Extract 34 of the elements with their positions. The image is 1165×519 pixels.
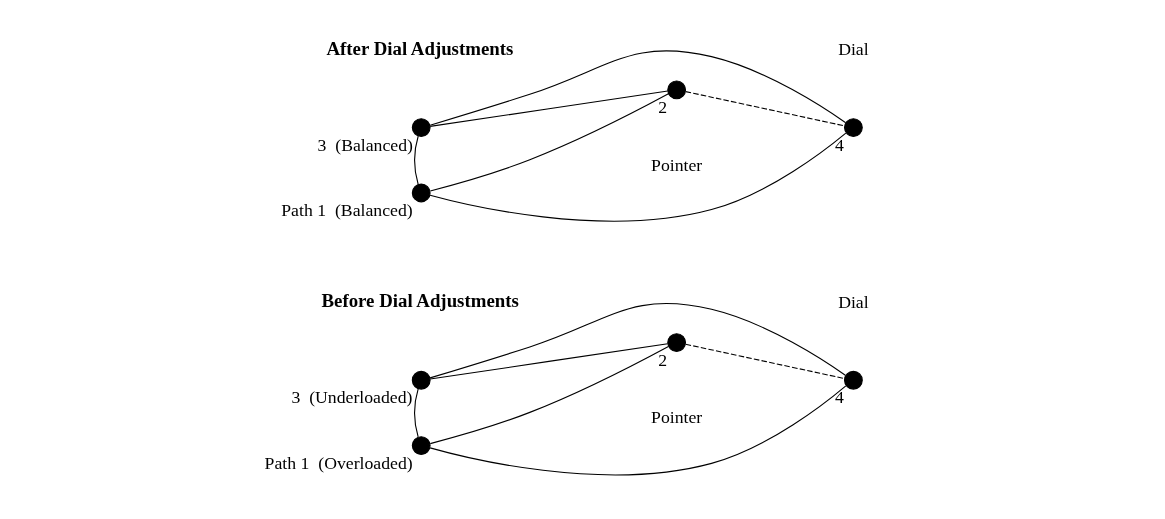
node-label: 4 <box>834 134 844 155</box>
connector <box>429 302 846 378</box>
connector <box>684 90 845 126</box>
node-label: 2 <box>657 96 667 117</box>
connector <box>684 343 845 379</box>
node-label: 4 <box>834 386 844 407</box>
connector <box>429 342 668 380</box>
node-label: 3 (Underloaded) <box>290 386 412 407</box>
label: Before Dial Adjustments <box>320 289 519 311</box>
node-circle <box>411 370 431 390</box>
label: Dial <box>837 291 869 312</box>
connector <box>429 384 846 475</box>
node-circle <box>666 79 686 99</box>
connector <box>429 49 846 126</box>
connector <box>413 134 419 185</box>
node-circle <box>666 332 686 352</box>
label: After Dial Adjustments <box>325 37 513 59</box>
node-circle <box>411 435 431 455</box>
node-circle <box>411 183 431 202</box>
label: Pointer <box>650 406 702 427</box>
connector <box>429 92 669 191</box>
connector <box>429 132 846 222</box>
connector <box>429 90 668 127</box>
node-circle <box>843 370 863 390</box>
connector <box>429 345 669 444</box>
node-label: Path 1 (Balanced) <box>280 199 413 220</box>
label: Dial <box>837 38 869 59</box>
node-circle <box>843 117 863 137</box>
node-circle <box>411 117 431 137</box>
node-label: 2 <box>657 349 667 370</box>
node-label: Path 1 (Overloaded) <box>264 452 413 473</box>
label: Pointer <box>650 154 702 175</box>
node-label: 3 (Balanced) <box>317 134 413 155</box>
connector <box>413 387 419 437</box>
